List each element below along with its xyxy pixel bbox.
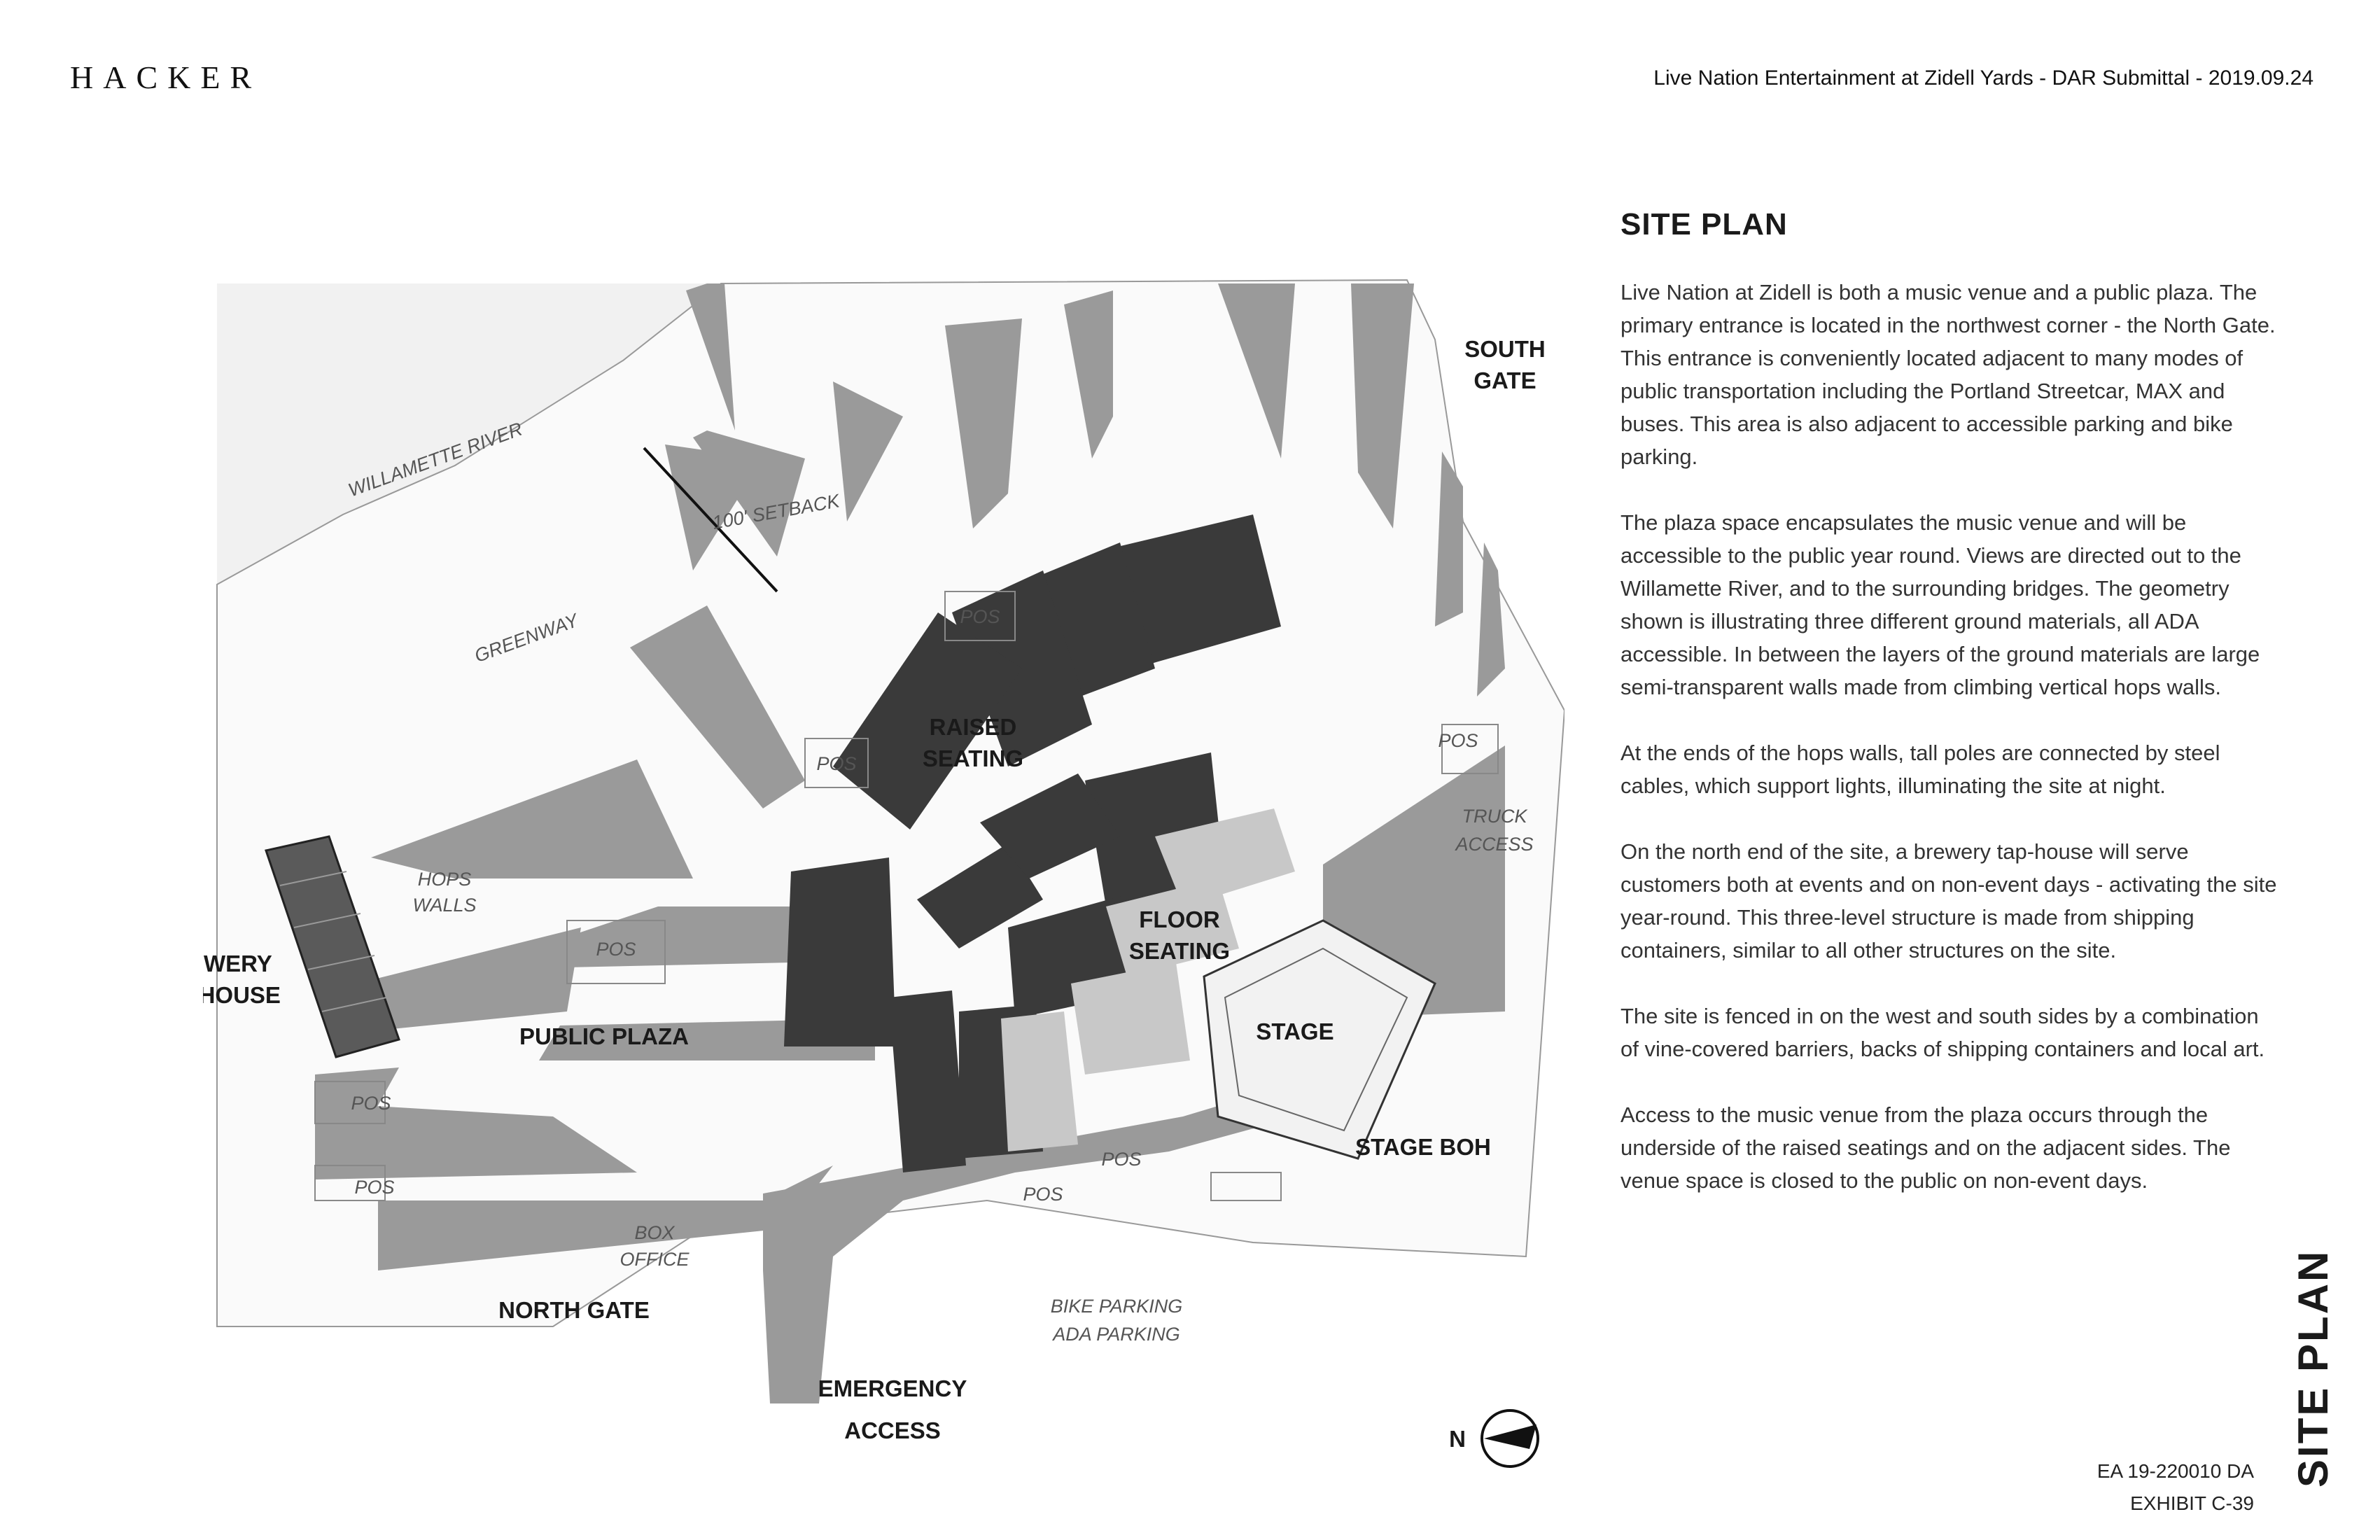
label-south-gate-2: GATE <box>1474 368 1536 393</box>
paragraph-5: The site is fenced in on the west and so… <box>1620 1004 2265 1061</box>
river-area <box>217 284 721 584</box>
label-pos-4: POS <box>1438 730 1478 751</box>
label-pos-6: POS <box>354 1177 394 1198</box>
label-hops-walls-1: HOPS <box>418 869 472 890</box>
label-public-plaza: PUBLIC PLAZA <box>519 1023 689 1049</box>
label-emergency-access-1: EMERGENCY <box>818 1376 967 1401</box>
north-circle <box>1480 1409 1539 1468</box>
exhibit-ref-number: EA 19-220010 DA <box>2096 1460 2254 1482</box>
label-pos-3: POS <box>596 939 636 960</box>
site-plan-drawing: SOUTH GATE WILLAMETTE RIVER 100' SETBACK… <box>203 279 1564 1404</box>
label-brewery-2: TAP-HOUSE <box>203 982 281 1008</box>
exhibit-ref-label: EXHIBIT C-39 <box>2130 1492 2254 1514</box>
label-ada-parking: ADA PARKING <box>1051 1324 1180 1345</box>
label-pos-1: POS <box>960 606 1000 627</box>
label-truck-access-1: TRUCK <box>1462 806 1528 827</box>
north-pointer <box>1484 1424 1536 1449</box>
label-pos-7: POS <box>1101 1149 1141 1170</box>
label-raised-seating-2: SEATING <box>923 746 1023 771</box>
label-stage: STAGE <box>1256 1018 1334 1044</box>
north-arrow: N <box>1449 1409 1539 1468</box>
brewery-containers <box>265 835 400 1058</box>
label-north-gate: NORTH GATE <box>498 1297 650 1323</box>
vertical-page-title: SITE PLAN <box>2290 1249 2337 1488</box>
description-panel: SITE PLAN Live Nation at Zidell is both … <box>1620 207 2278 1230</box>
label-truck-access-2: ACCESS <box>1454 834 1533 855</box>
document-header-title: Live Nation Entertainment at Zidell Yard… <box>1653 66 2314 90</box>
label-stage-boh: STAGE BOH <box>1355 1134 1491 1160</box>
label-box-office-1: BOX <box>634 1222 675 1243</box>
paragraph-6: Access to the music venue from the plaza… <box>1620 1102 2231 1193</box>
paragraph-3: At the ends of the hops walls, tall pole… <box>1620 741 2220 798</box>
label-pos-2: POS <box>816 753 856 774</box>
label-pos-8: POS <box>1023 1184 1063 1205</box>
label-floor-seating-2: SEATING <box>1129 938 1230 964</box>
label-hops-walls-2: WALLS <box>412 895 476 916</box>
label-floor-seating-1: FLOOR <box>1139 906 1220 932</box>
label-raised-seating-1: RAISED <box>930 714 1017 740</box>
company-logo: HACKER <box>70 59 262 95</box>
label-emergency-access-2: ACCESS <box>844 1418 941 1443</box>
paragraph-4: On the north end of the site, a brewery … <box>1620 839 2277 962</box>
floor-seating-rows <box>1001 808 1295 1152</box>
setback-line <box>643 447 778 593</box>
label-pos-5: POS <box>351 1093 391 1114</box>
stage-area <box>1203 919 1436 1160</box>
north-label: N <box>1449 1426 1466 1452</box>
paragraph-2: The plaza space encapsulates the music v… <box>1620 510 2260 699</box>
section-title: SITE PLAN <box>1620 207 1788 241</box>
emergency-label-overflow: ACCESS <box>844 1418 941 1443</box>
label-brewery-1: BREWERY <box>203 951 272 976</box>
paragraph-1: Live Nation at Zidell is both a music ve… <box>1620 280 2276 469</box>
label-box-office-2: OFFICE <box>620 1249 690 1270</box>
label-bike-parking: BIKE PARKING <box>1051 1296 1183 1317</box>
label-south-gate-1: SOUTH <box>1464 336 1546 362</box>
pos-kiosks <box>314 591 1499 1201</box>
